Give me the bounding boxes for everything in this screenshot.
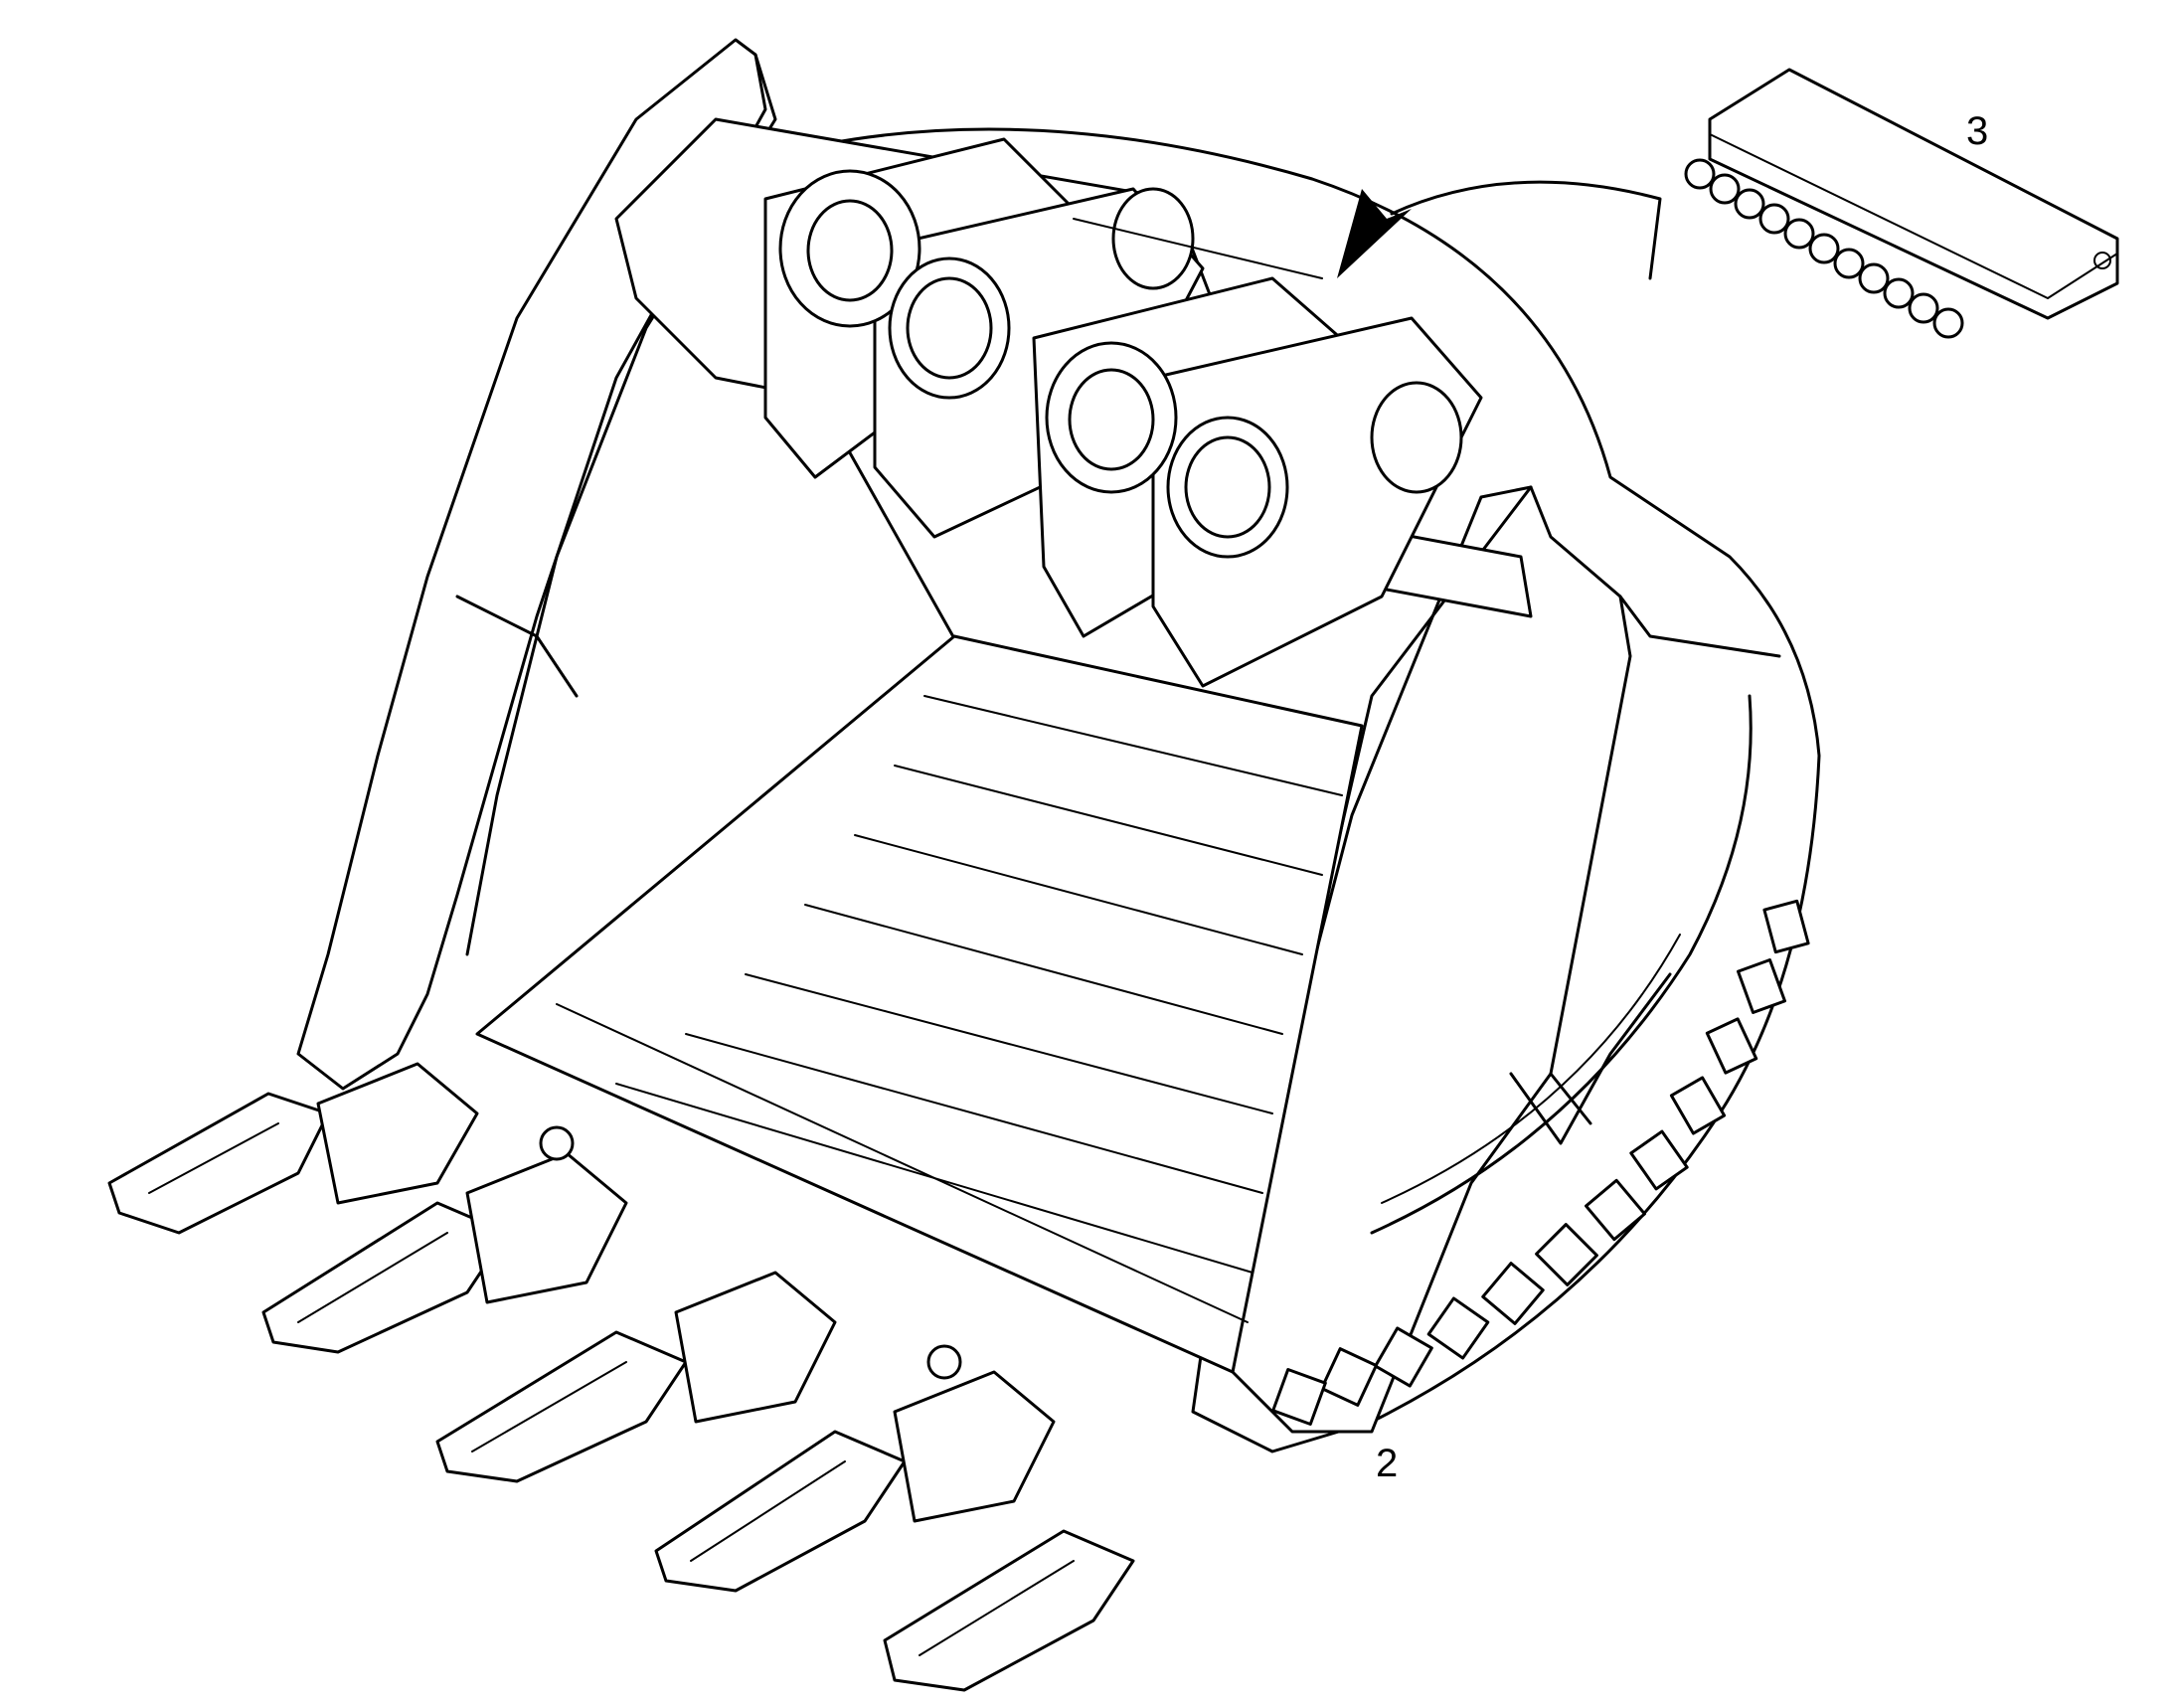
callout-3-label: 3 [1966, 109, 1989, 153]
callout-2-label: 2 [1376, 1442, 1399, 1485]
top-tube-and-lugs [614, 117, 1533, 688]
grease-fittings [1684, 158, 1964, 339]
lube-point-arrow [1337, 180, 1662, 280]
teeth-row [107, 1062, 1135, 1692]
wear-buttons [1271, 899, 1810, 1427]
lubrication-distribution-block [1684, 68, 2119, 339]
bucket-floor-liners [475, 634, 1364, 1374]
